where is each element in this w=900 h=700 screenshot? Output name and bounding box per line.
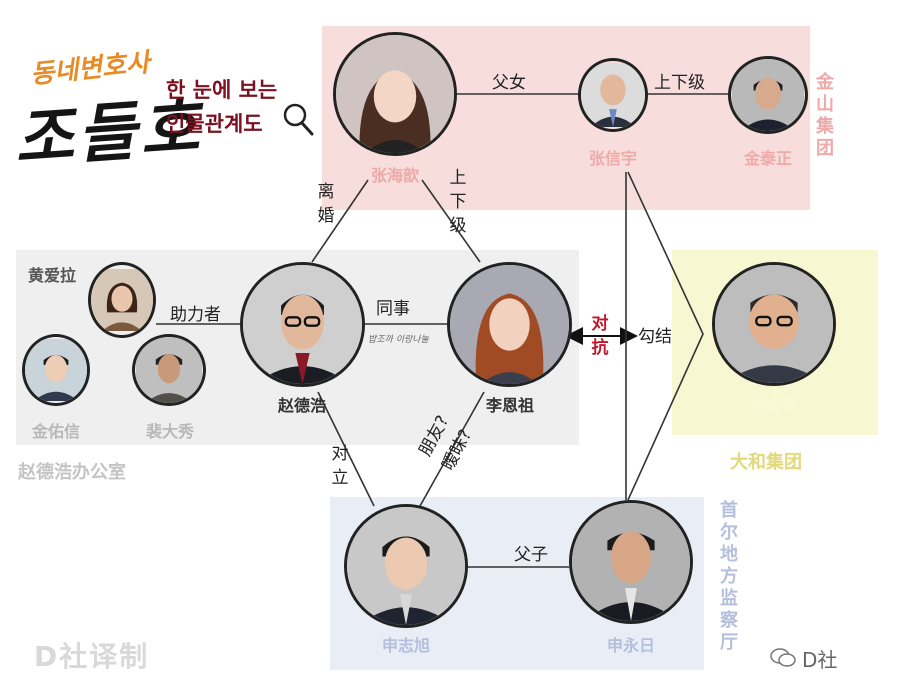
name-shen-yongri: 申永日 [607, 632, 655, 656]
watermark: D社译制 [34, 635, 149, 675]
name-jin-youxin: 金佑信 [32, 418, 80, 442]
portrait-zhang-haixin [333, 32, 457, 156]
name-zhang-xinyu: 张信宇 [589, 145, 637, 169]
label-superior-1: 上下级 [654, 68, 705, 93]
portrait-jin-youxin [22, 334, 90, 406]
name-shen-zhixu: 申志旭 [382, 632, 430, 656]
subtitle-line1: 한 눈에 보는 [166, 74, 277, 104]
label-collude: 勾结 [638, 322, 672, 347]
name-jin-taizheng: 金泰正 [744, 145, 792, 169]
name-fei-daxiu: 裴大秀 [146, 418, 194, 442]
subtitle-line2: 인물관계도 [166, 108, 263, 138]
group-seoul: 首尔地方监察厅 [718, 500, 740, 654]
label-father-daughter: 父女 [492, 68, 526, 93]
name-huang-aila: 黄爱拉 [28, 262, 76, 286]
name-zheng-jinmo: 郑金模 [750, 392, 798, 416]
portrait-huang-aila [88, 262, 156, 338]
portrait-shen-zhixu [344, 504, 468, 628]
portrait-shen-yongri [569, 500, 693, 624]
label-divorce: 离婚 [316, 180, 336, 228]
portrait-zhao-dehao [240, 262, 365, 387]
label-colleague: 同事 [376, 294, 410, 319]
label-colleague-note: 밥조까 이랑나눌 [368, 332, 429, 345]
label-oppose: 对立 [330, 442, 350, 490]
name-zhang-haixin: 张海歆 [371, 162, 419, 186]
label-helper: 助力者 [170, 300, 221, 325]
group-kim: 金山集团 [814, 72, 836, 160]
portrait-li-enzu [447, 262, 572, 387]
wechat-credit: D社 [802, 644, 837, 673]
label-confront: 对抗 [590, 312, 610, 360]
portrait-zhang-xinyu [578, 58, 648, 132]
wechat-icon [770, 648, 796, 668]
portrait-zheng-jinmo [712, 262, 836, 386]
portrait-fei-daxiu [132, 334, 206, 406]
group-office: 赵德浩办公室 [18, 458, 126, 484]
group-daewha: 大和集团 [730, 448, 802, 474]
label-father-son: 父子 [514, 540, 548, 565]
magnifier-icon [282, 102, 314, 136]
portrait-jin-taizheng [728, 56, 808, 134]
name-li-enzu: 李恩祖 [486, 392, 534, 416]
name-zhao-dehao: 赵德浩 [278, 392, 326, 416]
label-superior-2: 上下级 [448, 166, 468, 238]
